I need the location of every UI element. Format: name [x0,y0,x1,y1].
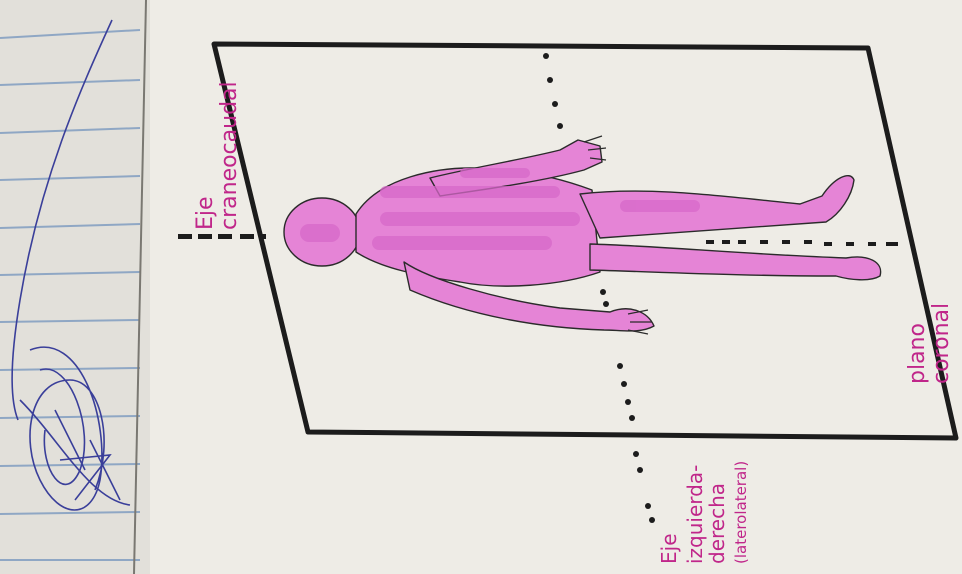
label-plane-coronal-line2: coronal [929,303,954,384]
label-axis-lateral-line4: (laterolateral) [732,461,750,564]
label-plane-coronal-line1: plano [905,323,930,384]
label-axis-lateral-line2: izquierda- [683,465,707,564]
label-axis-craniocaudal-line1: Eje [193,196,218,230]
label-axis-lateral-line1: Eje [657,534,681,565]
label-axis-craniocaudal-line2: craneocaudal [217,81,242,230]
label-axis-lateral-line3: derecha [705,483,729,564]
